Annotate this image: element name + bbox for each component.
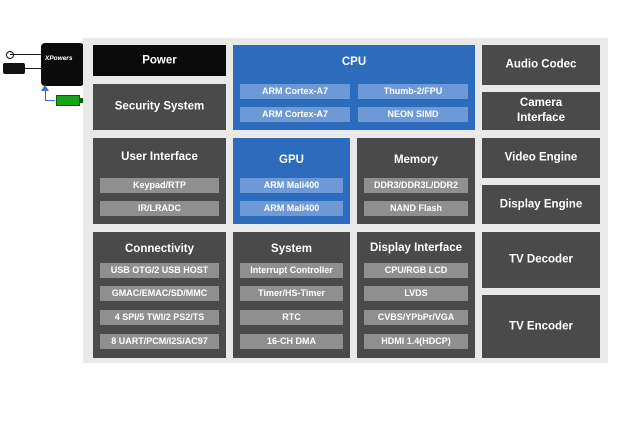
connectivity-title: Connectivity <box>124 243 194 255</box>
audio-codec-block: Audio Codec <box>482 45 600 85</box>
video-engine-label: Video Engine <box>504 151 578 164</box>
camera-interface-label: Camera Interface <box>517 97 565 124</box>
power-plug-icon <box>3 63 25 74</box>
gpu-item: ARM Mali400 <box>240 178 343 193</box>
video-engine-block: Video Engine <box>482 138 600 178</box>
memory-item: DDR3/DDR3L/DDR2 <box>364 178 468 193</box>
display-interface-item: CVBS/YPbPr/VGA <box>364 310 468 325</box>
cpu-feature-item: NEON SIMD <box>358 107 468 122</box>
tv-encoder-label: TV Encoder <box>509 320 573 332</box>
system-item: 16-CH DMA <box>240 334 343 349</box>
memory-item: NAND Flash <box>364 201 468 216</box>
system-item: Timer/HS-Timer <box>240 286 343 301</box>
user-interface-title: User Interface <box>121 151 198 163</box>
display-engine-block: Display Engine <box>482 185 600 224</box>
battery-cap <box>80 98 83 103</box>
power-cable-plug <box>25 68 41 69</box>
cpu-core-item: ARM Cortex-A7 <box>240 84 350 99</box>
display-interface-title: Display Interface <box>369 242 463 254</box>
cpu-block: CPU ARM Cortex-A7 Thumb-2/FPU ARM Cortex… <box>233 45 475 130</box>
tv-encoder-block: TV Encoder <box>482 295 600 358</box>
user-interface-block: User Interface Keypad/RTP IR/LRADC <box>93 138 226 224</box>
security-system-block: Security System <box>93 84 226 130</box>
pmic-chip: XPowers <box>41 43 84 86</box>
power-label: Power <box>142 54 177 66</box>
user-interface-item: Keypad/RTP <box>100 178 219 193</box>
gpu-block: GPU ARM Mali400 ARM Mali400 <box>233 138 350 224</box>
audio-codec-label: Audio Codec <box>505 58 577 71</box>
battery-icon <box>56 95 80 106</box>
tv-decoder-block: TV Decoder <box>482 232 600 288</box>
camera-interface-block: Camera Interface <box>482 92 600 130</box>
memory-block: Memory DDR3/DDR3L/DDR2 NAND Flash <box>357 138 475 224</box>
system-item: Interrupt Controller <box>240 263 343 278</box>
cpu-title: CPU <box>341 56 367 68</box>
connectivity-item: USB OTG/2 USB HOST <box>100 263 219 278</box>
display-interface-item: HDMI 1.4(HDCP) <box>364 334 468 349</box>
system-block: System Interrupt Controller Timer/HS-Tim… <box>233 232 350 358</box>
user-interface-item: IR/LRADC <box>100 201 219 216</box>
display-engine-label: Display Engine <box>499 198 583 210</box>
gpu-title: GPU <box>279 154 304 166</box>
battery-arrow-line <box>45 88 55 101</box>
power-cable-top <box>10 54 41 55</box>
connectivity-item: 8 UART/PCM/I2S/AC97 <box>100 334 219 349</box>
gpu-item: ARM Mali400 <box>240 201 343 216</box>
display-interface-block: Display Interface CPU/RGB LCD LVDS CVBS/… <box>357 232 475 358</box>
cpu-feature-item: Thumb-2/FPU <box>358 84 468 99</box>
connectivity-item: 4 SPI/5 TWI/2 PS2/TS <box>100 310 219 325</box>
connectivity-block: Connectivity USB OTG/2 USB HOST GMAC/EMA… <box>93 232 226 358</box>
power-block: Power <box>93 45 226 76</box>
tv-decoder-label: TV Decoder <box>509 253 573 266</box>
cpu-core-item: ARM Cortex-A7 <box>240 107 350 122</box>
memory-title: Memory <box>393 154 439 166</box>
system-title: System <box>271 243 312 255</box>
display-interface-item: LVDS <box>364 286 468 301</box>
system-item: RTC <box>240 310 343 325</box>
security-system-label: Security System <box>114 100 205 113</box>
power-cable-top-end <box>6 51 14 59</box>
display-interface-item: CPU/RGB LCD <box>364 263 468 278</box>
connectivity-item: GMAC/EMAC/SD/MMC <box>100 286 219 301</box>
pmic-logo: XPowers <box>45 55 73 62</box>
